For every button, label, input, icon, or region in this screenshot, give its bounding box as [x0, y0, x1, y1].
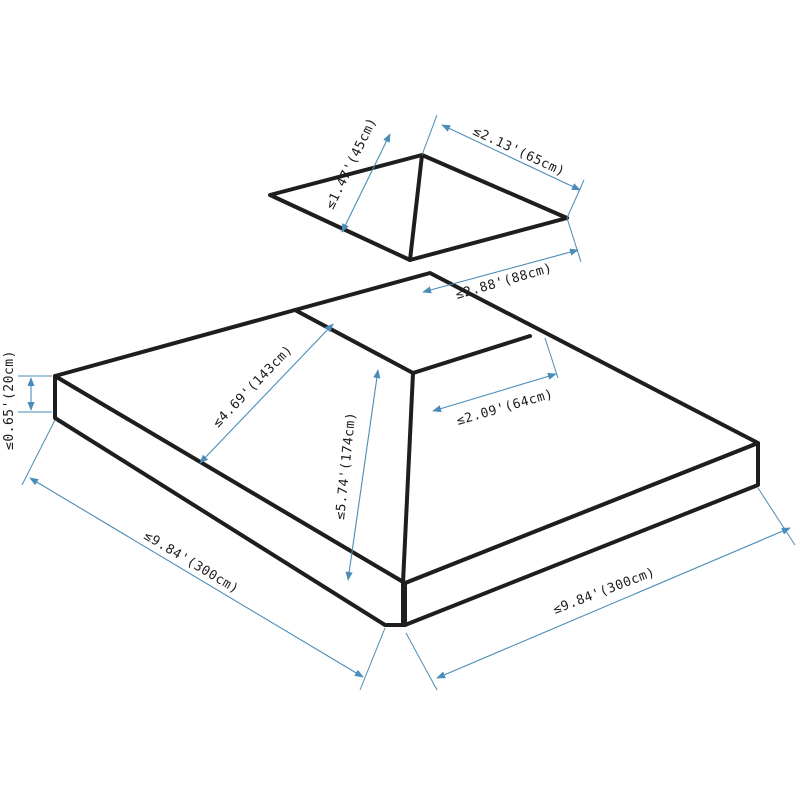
dim-roof-step-ext	[544, 337, 559, 379]
dim-left-side-line	[29, 477, 364, 678]
dim-top-span-ext	[566, 217, 582, 263]
dim-top-width-line	[441, 124, 581, 191]
dim-right-side-line	[436, 527, 791, 679]
dim-roof-step-line	[432, 372, 557, 413]
top-cap-ridge	[408, 153, 424, 262]
canopy-roof-left-panel-edge	[293, 308, 415, 375]
dim-left-ext-end	[359, 627, 386, 691]
canopy-roof-center-ridge	[401, 371, 415, 585]
dim-top-width-ext-right	[566, 179, 585, 219]
dim-right-ext-end	[757, 487, 796, 546]
dim-top-slant-line	[341, 133, 391, 233]
dim-left-ext-start	[21, 419, 56, 486]
dim-top-width-ext-left	[421, 114, 438, 156]
dim-roof-slant-line	[199, 323, 334, 464]
top-cap	[268, 153, 569, 262]
canopy-roof-right-panel-edge	[411, 334, 532, 375]
dim-right-ext-start	[405, 632, 438, 691]
label-border-depth: ≤0.65'(20cm)	[2, 350, 17, 450]
label-top-span: ≤2.88'(88cm)	[454, 261, 554, 303]
dim-top-span-line	[422, 248, 579, 294]
dimension-lines	[18, 114, 796, 691]
label-left-side: ≤9.84'(300cm)	[141, 529, 242, 598]
label-top-width: ≤2.13'(65cm)	[470, 124, 567, 180]
